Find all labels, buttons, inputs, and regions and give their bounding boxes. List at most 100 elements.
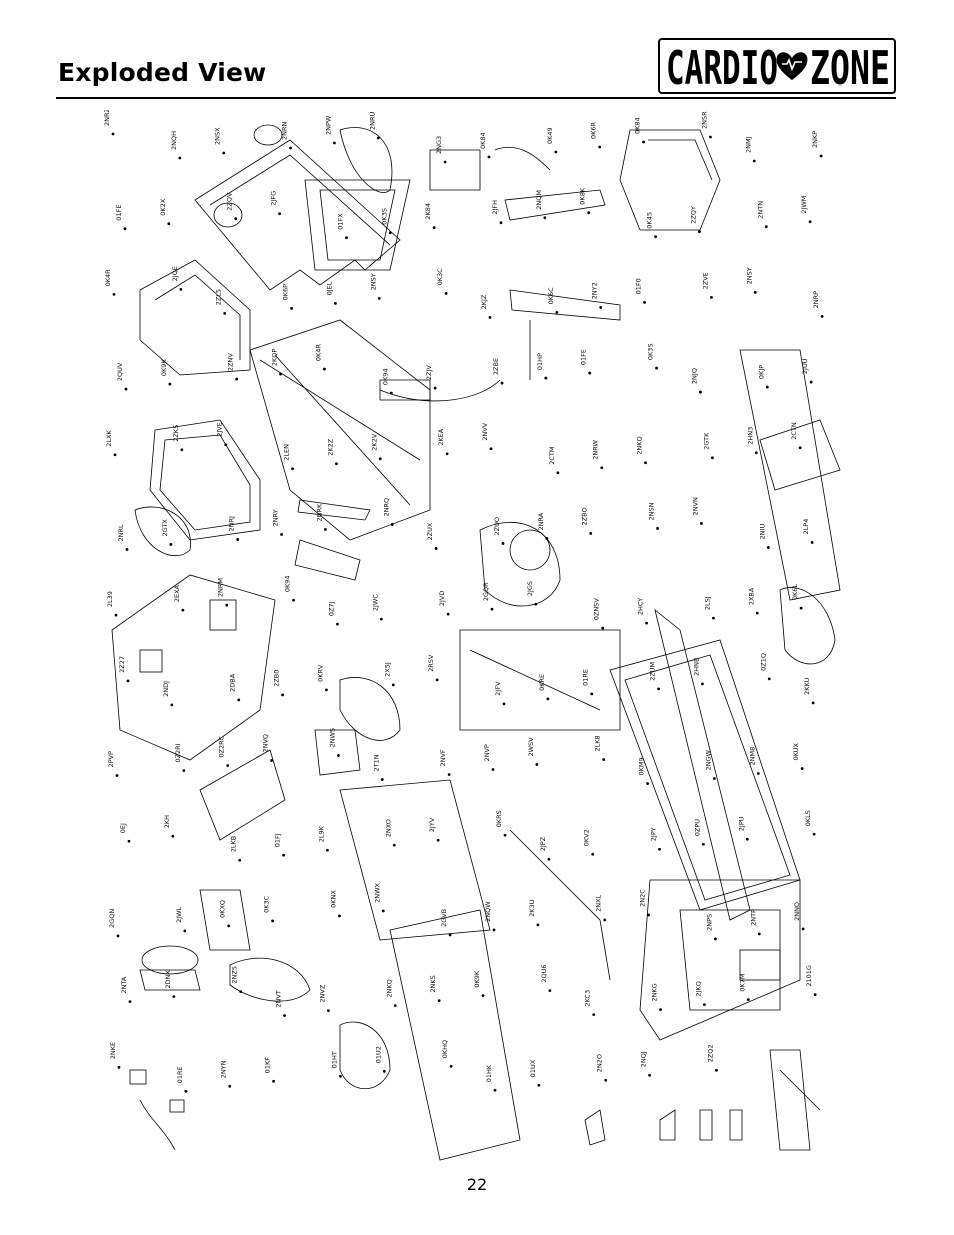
page-number: 22: [466, 1175, 488, 1194]
part-marker: [282, 853, 285, 857]
part-label: 2JFH: [491, 200, 499, 215]
part-marker: [700, 522, 703, 525]
part-label: 0K2X: [159, 198, 167, 216]
part-marker: [180, 448, 184, 452]
part-label: 01UX: [529, 1059, 537, 1077]
part-marker: [767, 677, 771, 681]
part-marker: [447, 773, 451, 776]
part-marker: [324, 528, 327, 531]
part-label: 0K84: [634, 117, 642, 134]
part-label: 2NRP: [812, 291, 820, 309]
part-marker: [752, 159, 756, 163]
part-label: 0K49: [546, 127, 554, 144]
part-marker: [602, 758, 606, 761]
part-label: 2JKQ: [694, 981, 702, 996]
part-marker: [433, 386, 437, 390]
part-label: 2NRJ: [228, 516, 236, 532]
part-marker: [292, 598, 295, 602]
part-marker: [117, 1065, 121, 1069]
part-marker: [376, 136, 380, 140]
part-marker: [378, 457, 382, 461]
part-label: 01FJ: [274, 833, 282, 847]
part-marker: [545, 537, 549, 540]
part-marker: [170, 703, 174, 707]
part-marker: [502, 702, 506, 706]
part-label: 0KNX: [329, 890, 337, 908]
part-marker: [179, 287, 183, 291]
part-label: 2RSV: [427, 654, 435, 672]
part-label: 0KM9: [638, 757, 646, 775]
part-label: 0K4R: [314, 344, 322, 362]
part-marker: [659, 1008, 662, 1012]
part-label: 0Z7J: [327, 601, 335, 616]
part-marker: [436, 838, 440, 842]
part-label: 2NTP: [749, 909, 757, 926]
part-marker: [333, 141, 336, 145]
part-label: 2GQR: [482, 582, 490, 601]
part-marker: [699, 390, 702, 394]
part-marker: [709, 135, 712, 139]
part-marker: [555, 310, 559, 314]
part-marker: [235, 377, 239, 381]
part-label: 2K2Z: [326, 438, 334, 456]
part-label: 2JWL: [175, 906, 183, 922]
part-marker: [799, 606, 803, 610]
part-label: 2JPZ: [539, 836, 547, 851]
part-marker: [116, 934, 120, 938]
part-label: 2101G: [805, 965, 813, 987]
part-marker: [326, 848, 329, 852]
part-label: 2JPY: [650, 827, 658, 841]
part-marker: [819, 154, 823, 158]
part-marker: [588, 371, 592, 375]
part-marker: [746, 998, 750, 1002]
part-marker: [590, 692, 594, 696]
part-label: 0ZPU: [693, 819, 701, 837]
part-label: 0EJ: [119, 823, 127, 833]
part-label: 2NQH: [170, 131, 178, 150]
part-label: 2NDJ: [162, 681, 170, 697]
part-label: 2ZK5: [172, 425, 180, 442]
part-marker: [820, 314, 824, 318]
part-marker: [646, 782, 649, 785]
part-label: 2JYV: [428, 817, 436, 832]
part-label: 0K9K: [160, 359, 168, 377]
part-label: 2JWM: [800, 196, 808, 214]
part-marker: [488, 315, 492, 319]
part-marker: [227, 924, 231, 928]
part-label: 2NY2: [591, 282, 599, 299]
part-marker: [127, 839, 131, 843]
part-marker: [226, 764, 230, 767]
part-marker: [437, 999, 441, 1003]
part-marker: [114, 613, 118, 617]
part-marker: [489, 447, 493, 451]
part-label: 2KJZ: [480, 294, 488, 309]
part-label: 2NRW: [592, 440, 600, 460]
part-label: 0KRS: [495, 810, 503, 827]
part-label: 0K6C: [547, 287, 555, 305]
part-marker: [648, 1073, 651, 1077]
part-label: 2NKP: [811, 131, 819, 148]
part-marker: [224, 443, 228, 447]
part-marker: [755, 611, 759, 615]
part-label: 2NRZ: [103, 110, 111, 126]
part-marker: [556, 471, 560, 475]
part-marker: [128, 1000, 132, 1004]
part-marker: [126, 679, 130, 683]
part-marker: [345, 236, 348, 240]
part-marker: [655, 366, 658, 370]
part-label: 0K3C: [436, 268, 444, 286]
part-label: 2JUU: [801, 358, 809, 374]
part-label: 2L39: [106, 591, 114, 607]
part-label: 2DBA: [229, 673, 237, 692]
part-label: 2EXA: [173, 584, 181, 602]
part-marker: [183, 929, 187, 933]
part-label: 2NVV: [481, 422, 489, 440]
part-label: 2NZ5: [231, 966, 239, 984]
part-label: 0K84: [479, 132, 487, 149]
part-marker: [325, 688, 328, 692]
part-marker: [499, 221, 503, 225]
part-marker: [289, 146, 292, 150]
part-marker: [501, 542, 505, 545]
part-label: 01HT: [330, 1051, 338, 1068]
